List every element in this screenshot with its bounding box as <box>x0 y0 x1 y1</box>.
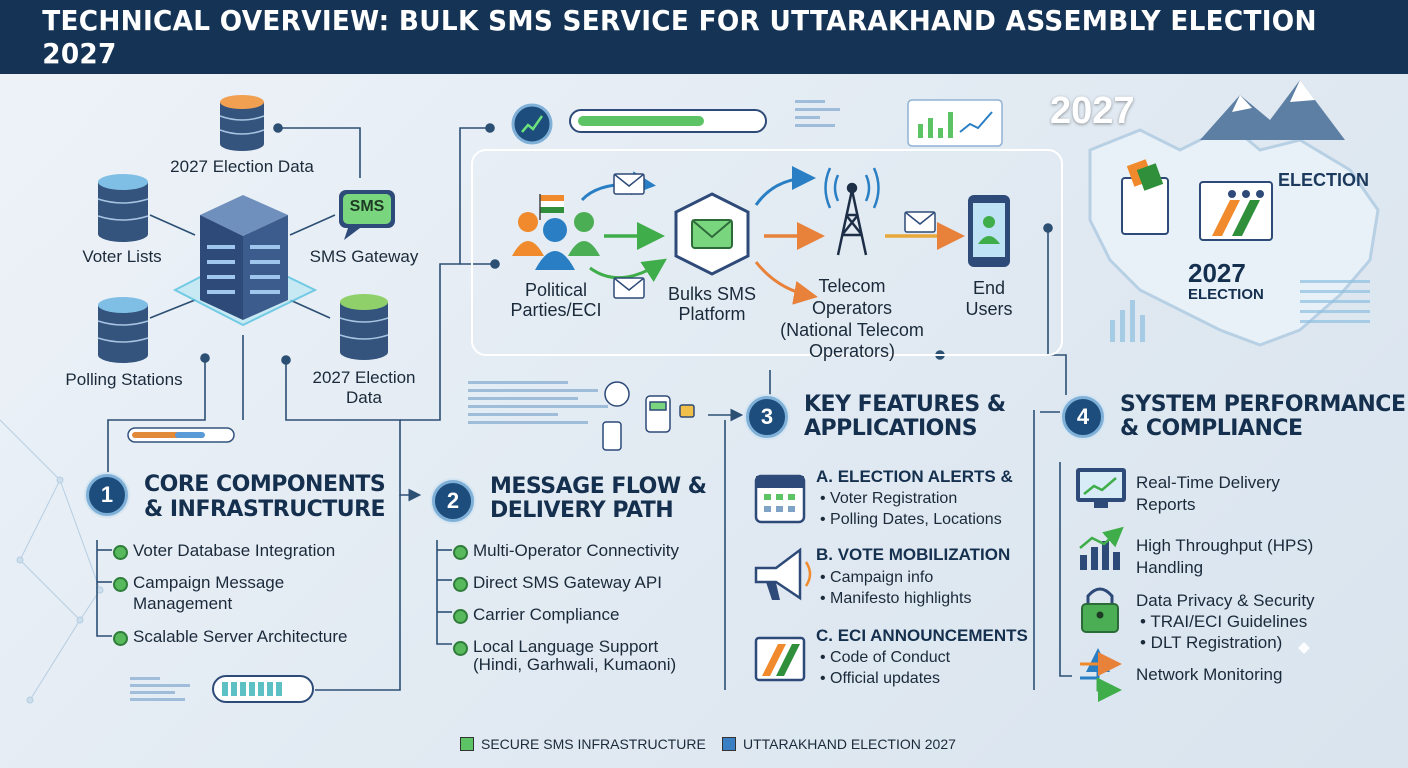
legend-label: SECURE SMS INFRASTRUCTURE <box>481 736 706 752</box>
label-political-1: Political <box>524 280 588 300</box>
label-election-data-bottom-2: Data <box>346 388 382 407</box>
label-political-2: Parties/ECI <box>510 300 602 320</box>
database-icon-polling <box>97 297 149 363</box>
label-telecom-2: Operators <box>811 298 893 318</box>
section-1-number: 1 <box>86 474 128 516</box>
label-end-1: End <box>972 278 1006 298</box>
telecom-tower-icon <box>824 167 880 256</box>
section-2-item: Carrier Compliance <box>453 605 679 625</box>
mini-chart-icon <box>907 99 1003 147</box>
database-icon-election <box>339 294 389 360</box>
section-4-title-2: & COMPLIANCE <box>1120 416 1303 441</box>
section-1-list: Voter Database Integration Campaign Mess… <box>113 541 335 593</box>
section-4-number: 4 <box>1062 396 1104 438</box>
label-election-data-top: 2027 Election Data <box>170 157 314 176</box>
legend-secure-sms: SECURE SMS INFRASTRUCTURE <box>460 736 706 752</box>
section-1-item: Voter Database Integration <box>113 541 335 561</box>
sms-badge-text: SMS <box>349 198 385 215</box>
section-1-title-2: & INFRASTRUCTURE <box>144 497 386 522</box>
section-3-group-b-item: • Manifesto highlights <box>820 590 972 607</box>
section-2-number: 2 <box>432 480 474 522</box>
label-polling-stations: Polling Stations <box>65 370 183 389</box>
perf-throughput-2: Handling <box>1136 558 1204 577</box>
section-3-group-c-heading: C. ECI ANNOUNCEMENTS <box>816 626 1028 645</box>
section-1-item: Scalable Server Architecture <box>113 627 348 647</box>
section-1-item: Campaign Message <box>113 573 335 593</box>
section-3-group-b-item: • Campaign info <box>820 569 934 586</box>
legend-election: UTTARAKHAND ELECTION 2027 <box>722 736 956 752</box>
envelope-icon <box>613 173 936 299</box>
section-1-title-1: CORE COMPONENTS <box>144 472 386 497</box>
database-icon-top <box>219 95 265 151</box>
label-platform-1: Bulks SMS <box>667 284 757 304</box>
section-1-item-continued: Management <box>133 594 233 613</box>
label-election-data-bottom-1: 2027 Election <box>312 368 416 387</box>
map-year-top: 2027 <box>1050 90 1135 132</box>
section-3-title-2: APPLICATIONS <box>804 416 978 441</box>
legend-label: UTTARAKHAND ELECTION 2027 <box>743 736 956 752</box>
ballot-box-icon <box>1121 159 1169 235</box>
section-1-list-tail: Scalable Server Architecture <box>113 627 348 659</box>
section-3-number: 3 <box>746 396 788 438</box>
section-3-group-c-item: • Code of Conduct <box>820 649 951 666</box>
section-2-title-2: DELIVERY PATH <box>490 498 674 523</box>
sms-bubble-icon <box>339 190 395 240</box>
progress-bar-bottom <box>212 675 314 703</box>
map-year-center: 2027 <box>1188 258 1246 288</box>
ballot-vote-icon <box>754 636 806 682</box>
map-election-center: ELECTION <box>1188 286 1264 303</box>
perf-network-monitoring: Network Monitoring <box>1136 665 1283 684</box>
growth-chart-icon <box>511 103 553 145</box>
section-3-group-a-item: • Voter Registration <box>820 490 958 507</box>
people-icon <box>512 194 600 270</box>
database-icon-voters <box>97 174 149 242</box>
throughput-chart-icon <box>1079 526 1124 570</box>
section-3-group-a-item: • Polling Dates, Locations <box>820 511 1002 528</box>
monitor-report-icon <box>1076 468 1126 508</box>
perf-delivery-reports-1: Real-Time Delivery <box>1136 473 1280 492</box>
server-cube-icon <box>172 195 318 327</box>
section-3-title-1: KEY FEATURES & <box>804 392 1006 417</box>
section-2-item: Local Language Support <box>453 637 679 657</box>
label-platform-2: Platform <box>678 304 746 324</box>
label-telecom-4: Operators) <box>808 341 896 361</box>
megaphone-icon <box>754 547 812 601</box>
perf-privacy-3: • DLT Registration) <box>1140 633 1283 652</box>
label-telecom-3: (National Telecom <box>780 320 924 340</box>
legend-swatch-green <box>460 737 474 751</box>
ballot-card-icon <box>1199 181 1273 241</box>
section-2-item-continued: (Hindi, Garhwali, Kumaoni) <box>473 655 677 674</box>
network-arrows-icon <box>1080 648 1122 702</box>
perf-delivery-reports-2: Reports <box>1136 495 1196 514</box>
section-2-title-1: MESSAGE FLOW & <box>490 474 707 499</box>
perf-privacy-1: Data Privacy & Security <box>1136 591 1315 610</box>
label-end-2: Users <box>965 299 1013 319</box>
section-3-group-a-heading: A. ELECTION ALERTS & <box>816 467 1013 486</box>
label-sms-gateway: SMS Gateway <box>309 247 419 266</box>
section-2-list: Multi-Operator Connectivity Direct SMS G… <box>453 541 679 657</box>
phone-icon <box>968 195 1010 267</box>
perf-privacy-2: • TRAI/ECI Guidelines <box>1140 612 1308 631</box>
page-title: TECHNICAL OVERVIEW: BULK SMS SERVICE FOR… <box>42 4 1317 70</box>
perf-throughput-1: High Throughput (HPS) <box>1136 536 1314 555</box>
label-voter-lists: Voter Lists <box>82 247 162 266</box>
legend-swatch-blue <box>722 737 736 751</box>
section-3-group-c-item: • Official updates <box>820 670 941 687</box>
calendar-icon <box>754 474 806 524</box>
section-2-item: Multi-Operator Connectivity <box>453 541 679 561</box>
section-4-title-1: SYSTEM PERFORMANCE <box>1120 392 1406 417</box>
progress-bar-infra <box>127 427 235 443</box>
label-telecom-1: Telecom <box>818 276 886 296</box>
progress-bar-top <box>569 109 767 133</box>
section-3-group-b-heading: B. VOTE MOBILIZATION <box>816 545 1011 564</box>
header-bar: TECHNICAL OVERVIEW: BULK SMS SERVICE FOR… <box>0 0 1408 74</box>
padlock-icon <box>1081 587 1119 633</box>
section-2-item: Direct SMS Gateway API <box>453 573 679 593</box>
map-election-tag: ELECTION <box>1278 170 1370 190</box>
tech-icons <box>602 381 695 451</box>
sms-platform-icon <box>674 192 750 276</box>
data-bars-decoration <box>1110 280 1370 342</box>
